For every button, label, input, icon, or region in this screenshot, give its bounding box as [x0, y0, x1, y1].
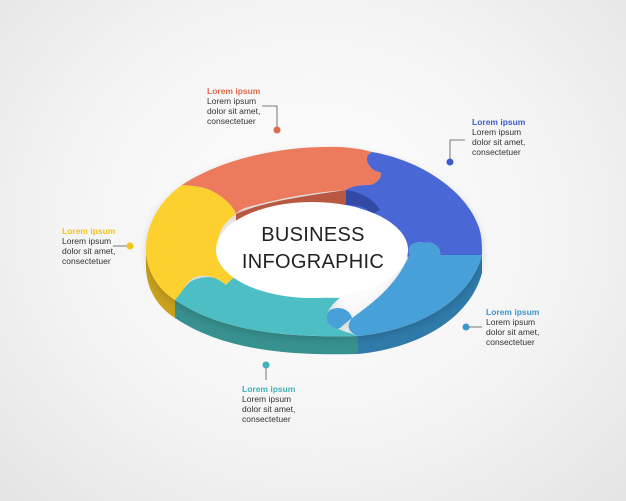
segment-left: [146, 185, 240, 300]
connector-top: [262, 105, 278, 128]
callout-dot-right: [446, 158, 454, 166]
callout-connectors: [113, 105, 482, 380]
callout-bottom-right-line1: Lorem ipsum: [486, 317, 536, 327]
callout-bottom-right-line3: consectetuer: [486, 337, 535, 347]
callout-left: Lorem ipsum Lorem ipsum dolor sit amet, …: [62, 226, 115, 266]
callout-top-title: Lorem ipsum: [207, 86, 261, 96]
ring-inner-hole: [216, 202, 408, 298]
center-title-line1: BUSINESS: [261, 224, 365, 246]
callout-bottom-line2: dolor sit amet,: [242, 404, 296, 414]
callout-left-line2: dolor sit amet,: [62, 246, 116, 256]
callout-dot-left: [126, 242, 134, 250]
center-title: BUSINESS INFOGRAPHIC: [213, 222, 413, 276]
segment-right-inner-wall: [346, 190, 380, 214]
callout-right-title: Lorem ipsum: [472, 117, 526, 127]
callout-right-line2: dolor sit amet,: [472, 137, 526, 147]
segment-top: [182, 146, 381, 214]
segment-bottom: [175, 274, 358, 337]
callout-right: Lorem ipsum Lorem ipsum dolor sit amet, …: [472, 117, 525, 157]
segment-bottom-right: [326, 242, 482, 336]
callout-top-line1: Lorem ipsum: [207, 96, 257, 106]
callout-right-line3: consectetuer: [472, 147, 521, 157]
callout-left-line1: Lorem ipsum: [62, 236, 112, 246]
segment-right: [346, 152, 482, 258]
callout-dot-bottom-right: [462, 323, 470, 331]
callout-right-line1: Lorem ipsum: [472, 127, 522, 137]
callout-top-line3: consectetuer: [207, 116, 256, 126]
callout-bottom-line1: Lorem ipsum: [242, 394, 292, 404]
segment-side-bottom: [175, 300, 358, 355]
callout-bottom-right-title: Lorem ipsum: [486, 307, 540, 317]
callout-top: Lorem ipsum Lorem ipsum dolor sit amet, …: [207, 86, 260, 126]
connector-right: [449, 139, 465, 160]
callout-bottom-line3: consectetuer: [242, 414, 291, 424]
callout-dot-bottom: [262, 361, 270, 369]
callout-left-title: Lorem ipsum: [62, 226, 116, 236]
callout-bottom-right-line2: dolor sit amet,: [486, 327, 540, 337]
callout-bottom-right: Lorem ipsum Lorem ipsum dolor sit amet, …: [486, 307, 539, 347]
callout-bottom: Lorem ipsum Lorem ipsum dolor sit amet, …: [242, 384, 295, 424]
callout-left-line3: consectetuer: [62, 256, 111, 266]
segment-side-bottom-right: [358, 255, 482, 354]
callout-bottom-title: Lorem ipsum: [242, 384, 296, 394]
segment-side-left: [146, 248, 175, 318]
center-title-line2: INFOGRAPHIC: [241, 251, 385, 273]
callout-dot-top: [273, 126, 281, 134]
callout-top-line2: dolor sit amet,: [207, 106, 261, 116]
ring-side-walls: [146, 248, 482, 355]
